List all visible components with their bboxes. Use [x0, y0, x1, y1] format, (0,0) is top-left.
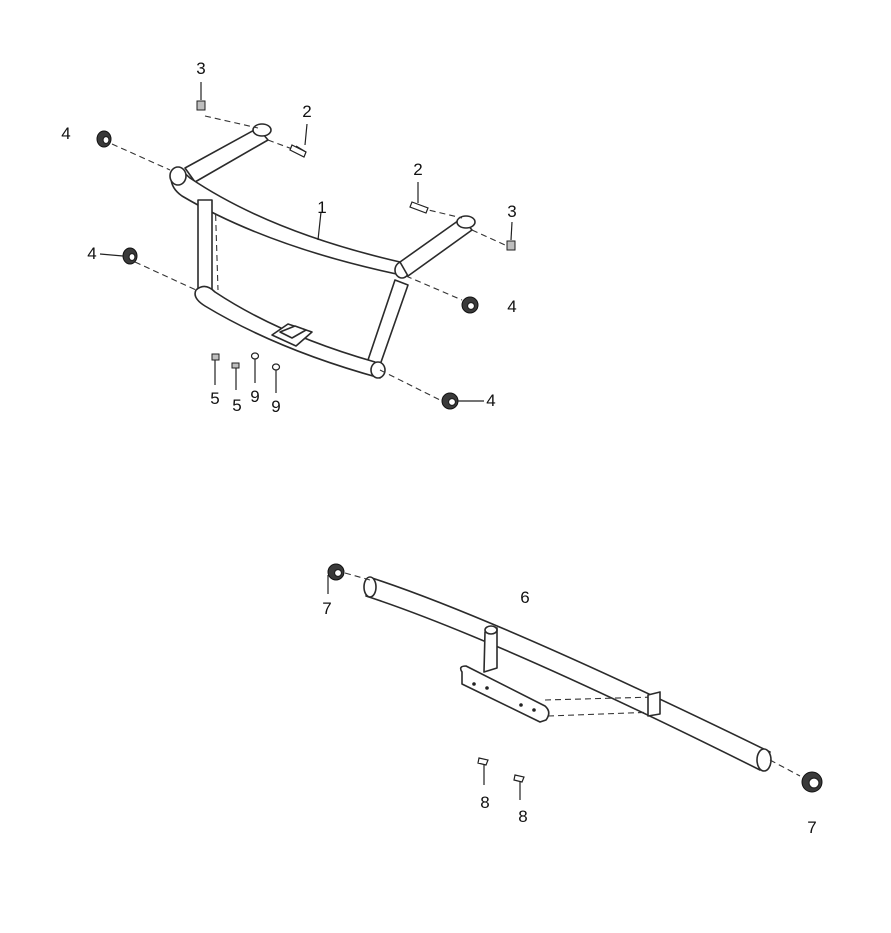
callout-2-left: 2 — [302, 102, 311, 121]
bolt-8-left — [477, 757, 489, 785]
end-cap-7-right — [801, 771, 823, 793]
bolt-8-right — [513, 774, 525, 800]
callout-1: 1 — [317, 198, 326, 217]
bushing-4-lower-right — [441, 392, 459, 410]
bushing-4-lower-left — [122, 247, 138, 265]
callout-3-right: 3 — [507, 202, 516, 221]
callout-4-lower-right: 4 — [486, 391, 495, 410]
callout-8-right: 8 — [518, 807, 527, 826]
lower-bumper-bar — [363, 576, 772, 772]
bushing-4-upper-left — [96, 130, 112, 148]
left-vertical-tube — [197, 199, 213, 291]
callout-6: 6 — [520, 588, 529, 607]
bolt-2-right — [409, 201, 429, 214]
callout-9-b: 9 — [271, 397, 280, 416]
upper-leader-lines — [99, 82, 513, 402]
callout-9-a: 9 — [250, 387, 259, 406]
mounting-plate — [459, 665, 550, 723]
lower-assembly-line-left — [344, 572, 371, 581]
long-tube — [365, 577, 771, 771]
bushing-4-upper-right — [461, 296, 479, 314]
nut-3-left — [196, 100, 206, 111]
callout-3-left: 3 — [196, 59, 205, 78]
callout-7-right: 7 — [807, 818, 816, 837]
upper-assembly-lines — [111, 115, 506, 401]
upper-bumper-frame — [169, 123, 476, 379]
nut-3-right — [506, 240, 516, 251]
callout-4-upper-right: 4 — [507, 297, 516, 316]
callout-4-upper-left: 4 — [61, 124, 70, 143]
callout-5-b: 5 — [232, 396, 241, 415]
upper-rear-bar — [184, 127, 269, 183]
right-vertical-tube — [367, 279, 409, 366]
callout-8-left: 8 — [480, 793, 489, 812]
washer-9-b — [271, 363, 281, 393]
callout-5-a: 5 — [210, 389, 219, 408]
callout-2-right: 2 — [413, 160, 422, 179]
callout-7-left: 7 — [322, 599, 331, 618]
callout-4-lower-left: 4 — [87, 244, 96, 263]
end-cap-7-left — [327, 563, 345, 594]
bolt-2-left — [289, 144, 307, 158]
screw-5-a — [211, 353, 220, 385]
screw-5-b — [231, 362, 240, 390]
lower-assembly-line-right — [769, 759, 801, 777]
washer-9-a — [250, 352, 260, 383]
